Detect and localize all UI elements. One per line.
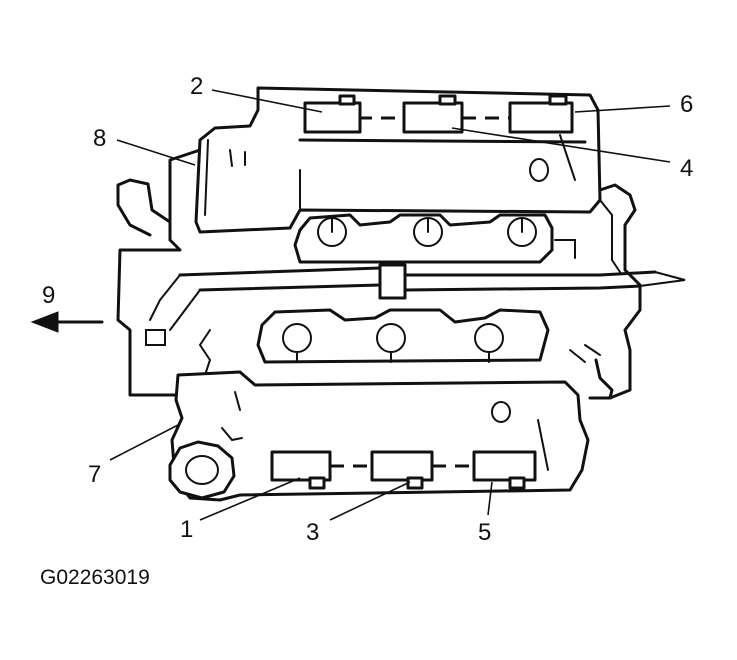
crossover-pipes	[149, 263, 686, 331]
callout-8: 8	[93, 125, 106, 152]
direction-arrow	[30, 311, 104, 333]
upper-coil-row	[298, 94, 587, 144]
leader-lines	[109, 89, 671, 521]
callout-7: 7	[88, 461, 101, 488]
figure-code: G02263019	[40, 566, 150, 589]
callout-6: 6	[680, 91, 693, 118]
upper-exhaust-ports	[293, 213, 576, 264]
callout-5: 5	[478, 519, 491, 546]
lower-exhaust-ports	[256, 308, 550, 364]
callout-1: 1	[180, 516, 193, 543]
callout-4: 4	[680, 155, 693, 182]
oil-filler-cap	[168, 440, 236, 500]
upper-valve-cover	[194, 86, 602, 234]
callout-2: 2	[190, 73, 203, 100]
lower-coil-row	[270, 450, 537, 490]
callout-9: 9	[42, 282, 55, 309]
callout-3: 3	[306, 519, 319, 546]
